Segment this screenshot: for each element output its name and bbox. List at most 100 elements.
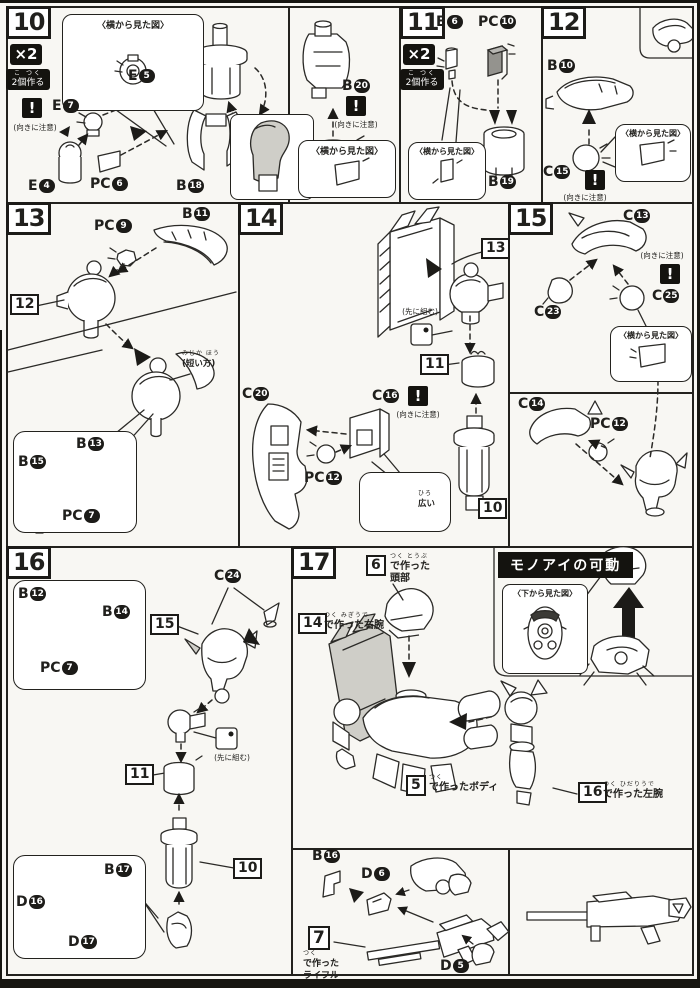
- backpack-part: [377, 206, 455, 338]
- left-arm-assembled: [500, 679, 548, 806]
- caption-left-arm: つく ひだりうでで作った左腕: [603, 781, 663, 800]
- bottom-view-drawing: [523, 606, 567, 660]
- black-arrow: [489, 110, 500, 125]
- divider-step15-internal: [508, 392, 694, 394]
- step-number-15: 15: [508, 202, 554, 236]
- divider-step14-15: [508, 202, 510, 546]
- c14-part: [529, 400, 603, 445]
- caution-icon: !: [346, 96, 366, 116]
- scan-edge-right: [697, 0, 700, 988]
- side-view-callout: 〈横から見た図〉: [62, 14, 204, 111]
- up-arrow: [613, 587, 644, 640]
- detail-inset: [359, 472, 451, 532]
- column-part-2: [160, 817, 198, 889]
- divider-step10: [288, 6, 290, 202]
- step-14-illustration: [251, 206, 504, 530]
- c16-part: [349, 408, 390, 459]
- side-view-drawing: [432, 158, 463, 184]
- grey-part-drawing: [250, 120, 290, 192]
- c24-spike: [263, 602, 280, 628]
- caption-body: つくで作ったボディ: [429, 774, 499, 793]
- open-head: [579, 635, 655, 686]
- step-number-11: 11: [400, 6, 446, 40]
- d6-part: [366, 892, 392, 916]
- ball-unit: [167, 707, 206, 743]
- step-number-16: 16: [6, 546, 52, 580]
- note-pre-assemble: (先に組む): [402, 307, 438, 316]
- b16-weapon-part: [322, 870, 341, 898]
- step-number-17: 17: [291, 546, 337, 580]
- caution-icon: !: [585, 170, 605, 190]
- shoulder-unit: [56, 260, 116, 339]
- side-view-drawing: [334, 157, 370, 186]
- note-short-side: みじか ほう(短い方): [182, 350, 220, 369]
- ref-step-14: 14: [298, 613, 328, 634]
- side-view-callout: 〈横から見た図〉: [298, 140, 396, 198]
- b11-part: [153, 224, 228, 266]
- caution-note: (向きに注意): [563, 193, 607, 202]
- note-wide: ひろ広い: [418, 490, 436, 509]
- side-view-label: 〈横から見た図〉: [619, 331, 683, 340]
- side-view-callout: 〈横から見た図〉: [408, 142, 486, 200]
- ref-step-16: 16: [578, 782, 608, 803]
- black-arrow: [506, 110, 517, 125]
- side-view-drawing: [639, 139, 677, 166]
- black-arrow: [349, 888, 364, 903]
- frame-line: [692, 6, 694, 976]
- caution-note: (向きに注意): [13, 123, 57, 132]
- side-view-drawing: [629, 343, 666, 368]
- e7-part: [76, 112, 103, 137]
- c15-part: [572, 143, 611, 172]
- black-arrow: [243, 628, 260, 645]
- make-two-furigana: こ つく: [14, 70, 42, 77]
- bottom-view-label: 〈下から見た図〉: [513, 589, 577, 598]
- divider-step10-11: [399, 6, 401, 202]
- step-number-14: 14: [238, 202, 284, 236]
- caution-icon: !: [408, 386, 428, 406]
- ref-step-11: 11: [420, 354, 450, 375]
- step-number-10: 10: [6, 6, 52, 40]
- x2-badge: ×2: [10, 44, 42, 65]
- ref-step-11: 11: [125, 764, 155, 785]
- b-unit-right: [302, 20, 351, 99]
- side-view-label: 〈横から見た図〉: [310, 147, 383, 157]
- divider-step17-weapon: [291, 848, 694, 850]
- divider-step16-17: [291, 546, 293, 974]
- step-15-illustration: [529, 212, 688, 517]
- make-two-text: 2個作る: [11, 77, 45, 88]
- rifle-assembly: [366, 914, 510, 966]
- divider-step11-12: [541, 6, 543, 202]
- side-view-label: 〈横から見た図〉: [96, 21, 169, 31]
- divider-weapon-rifle: [508, 848, 510, 974]
- subassembly-inset: [13, 431, 137, 533]
- assembled-unit: [194, 22, 248, 100]
